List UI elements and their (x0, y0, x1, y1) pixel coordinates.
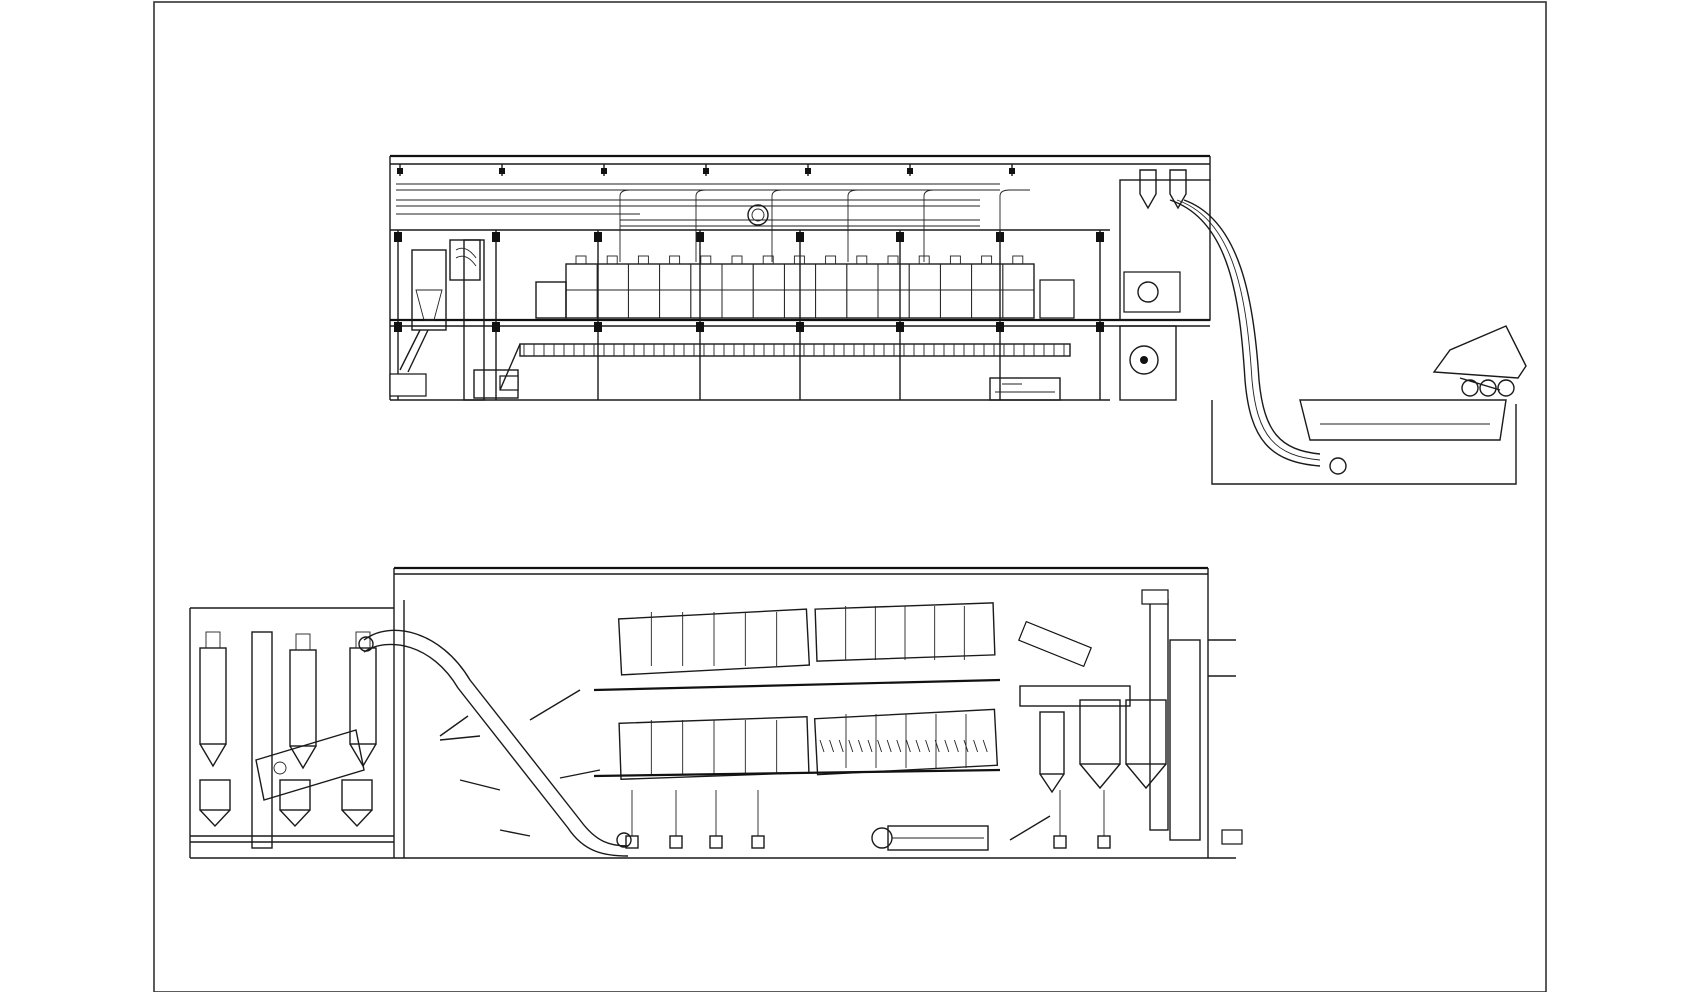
lower-elevation-view (189, 566, 1243, 859)
riser-pipe (619, 189, 650, 262)
lower-chutes (439, 689, 601, 837)
riser-pipe (999, 189, 1030, 262)
silo (349, 647, 377, 745)
silo-base-hopper (199, 779, 231, 811)
upper-roof (389, 154, 1211, 400)
floor-hopper (625, 835, 639, 849)
upper-left-elevator (389, 239, 519, 401)
dryer-module (846, 263, 879, 319)
dryer-module (1002, 263, 1035, 319)
riser-pipe (847, 189, 878, 262)
floor-hopper (669, 835, 683, 849)
lower-right-elevator (1141, 589, 1243, 845)
upper-receiving-pit (1211, 399, 1517, 485)
lower-screw-conveyor (871, 815, 1051, 851)
dryer-module (752, 263, 785, 319)
dryer-module (565, 263, 598, 319)
lower-s-elevator (358, 629, 632, 857)
riser-pipe (771, 189, 802, 262)
silo (289, 649, 317, 747)
silo-base-hopper (279, 779, 311, 811)
dryer-module (721, 263, 754, 319)
lower-roof-and-walls (189, 566, 1236, 859)
pipe-junction (747, 204, 769, 226)
dryer-module (596, 263, 629, 319)
dryer-module (690, 263, 723, 319)
riser-pipe (695, 189, 726, 262)
floor-hopper (1097, 835, 1111, 849)
floor-hopper (751, 835, 765, 849)
silo-base-hopper (341, 779, 373, 811)
dryer-module (908, 263, 941, 319)
dryer-module (877, 263, 910, 319)
drawing-frame (153, 1, 1547, 992)
dryer-module (971, 263, 1004, 319)
lower-dryer-drums (593, 602, 1001, 780)
tipper-truck (1432, 325, 1527, 397)
riser-pipe (923, 189, 954, 262)
floor-hopper (1053, 835, 1067, 849)
dryer-module (815, 263, 848, 319)
upper-processing-unit (989, 169, 1211, 401)
upper-floor-structure (390, 229, 1210, 401)
lower-silo-tanks (199, 631, 377, 849)
silo (199, 647, 227, 745)
dryer-module (627, 263, 661, 319)
upper-incline-conveyor (1169, 199, 1347, 475)
floor-hopper (709, 835, 723, 849)
upper-pipe-run (396, 183, 1000, 227)
lower-hopper-row (625, 790, 1111, 849)
dryer-module (659, 263, 692, 319)
dryer-module (939, 263, 973, 319)
upper-lower-conveyor (499, 343, 1071, 391)
lower-filter-units (1018, 620, 1167, 794)
upper-dryer-bank (535, 189, 1075, 319)
upper-elevation-view (389, 154, 1527, 485)
